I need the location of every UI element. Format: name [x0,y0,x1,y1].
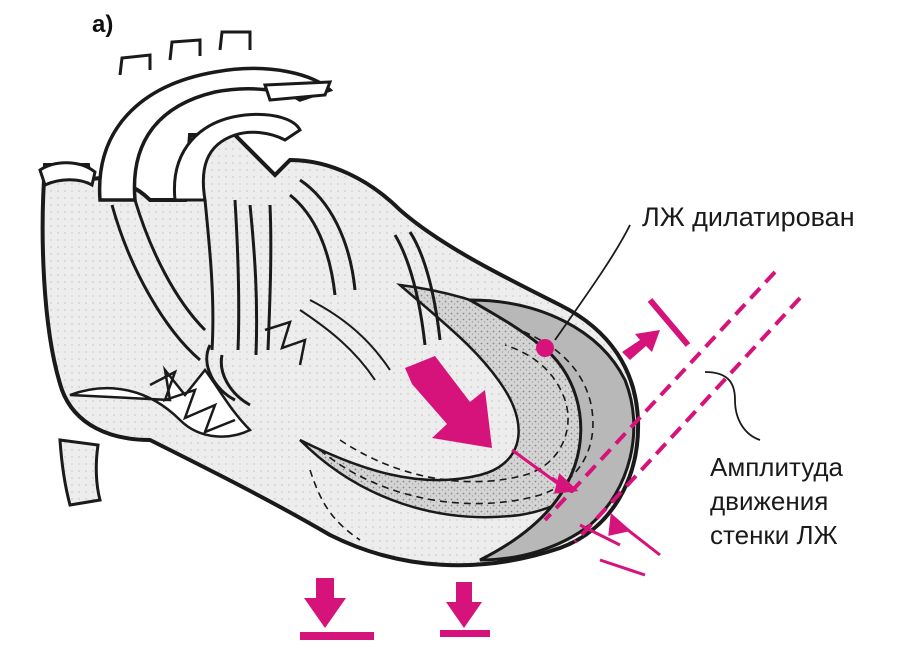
amplitude-squiggle [705,372,760,440]
lv-marker-dot [536,339,554,357]
amplitude-label-line1: Амплитуда [710,452,843,482]
pulmonary-trunk [265,82,330,100]
apex-outward-arrow [622,330,660,360]
panel-label: а) [92,11,113,38]
lv-label-leader [555,225,630,340]
amplitude-label-line2: движения [710,486,828,516]
bottom-arrow-right [440,582,490,637]
amplitude-label-line3: стенки ЛЖ [710,520,838,550]
bottom-arrow-left [300,578,374,640]
lv-dilated-label: ЛЖ дилатирован [642,202,855,232]
inferior-vena-cava [60,440,100,505]
